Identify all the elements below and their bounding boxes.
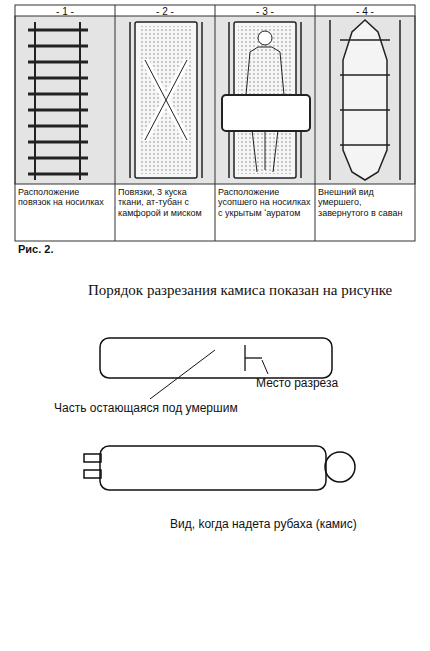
- stretcher-with-cloth: [130, 22, 202, 178]
- band: [28, 61, 88, 64]
- shroud-tie: [340, 74, 390, 76]
- figure-label: Рис. 2.: [18, 243, 54, 255]
- cut-mark: [245, 345, 262, 371]
- band: [28, 109, 88, 112]
- shroud-tie: [340, 144, 390, 146]
- panel-caption: Внешний вид умершего, завернутого в сава…: [318, 187, 412, 218]
- callout-label: Место разреза: [256, 376, 338, 390]
- bands-on-stretcher: [28, 22, 88, 180]
- leader-line: [150, 350, 215, 399]
- body-text: Порядок разрезания камиса показан на рис…: [88, 282, 392, 299]
- callout-label: Часть остающаяся под умершим: [54, 401, 238, 415]
- band: [28, 173, 88, 176]
- panel-separators: [115, 5, 315, 241]
- band: [28, 29, 88, 32]
- figure-frame: [15, 5, 415, 241]
- band: [28, 157, 88, 160]
- leader-line: [262, 360, 268, 374]
- wrapped-shroud: [330, 20, 400, 180]
- figure-panel: - 3 - Расположение усопшего на носилках с…: [215, 5, 315, 241]
- panel-number: - 3 -: [215, 6, 315, 17]
- figure-caption: Вид, kогда надета рубаха (камис): [170, 517, 357, 531]
- panel-number: - 1 -: [15, 6, 115, 17]
- panel-number: - 2 -: [115, 6, 215, 17]
- panel-caption: Расположение усопшего на носилках с укры…: [218, 187, 312, 218]
- figure-panel: - 4 - Внешний вид умершего, завернутого в…: [315, 5, 415, 241]
- panel-caption: Повязки, 3 куска ткани, ат-тубан с камфо…: [118, 187, 212, 218]
- figure-panel: - 2 - Повязки, 3 куска ткани, ат-тубан с …: [115, 5, 215, 241]
- panel-number: - 4 -: [315, 6, 415, 17]
- panel-caption: Расположение повязок на носилках: [18, 187, 112, 208]
- band: [28, 141, 88, 144]
- band: [28, 125, 88, 128]
- shroud-tie: [340, 39, 390, 41]
- band: [28, 93, 88, 96]
- shroud-tie: [340, 109, 390, 111]
- worn-kamis: [84, 446, 355, 490]
- kamis-outline: [100, 338, 332, 378]
- figure-panel: - 1 - Расположение повязок на носилках: [15, 5, 115, 241]
- body-on-stretcher: [222, 22, 310, 178]
- band: [28, 77, 88, 80]
- band: [28, 45, 88, 48]
